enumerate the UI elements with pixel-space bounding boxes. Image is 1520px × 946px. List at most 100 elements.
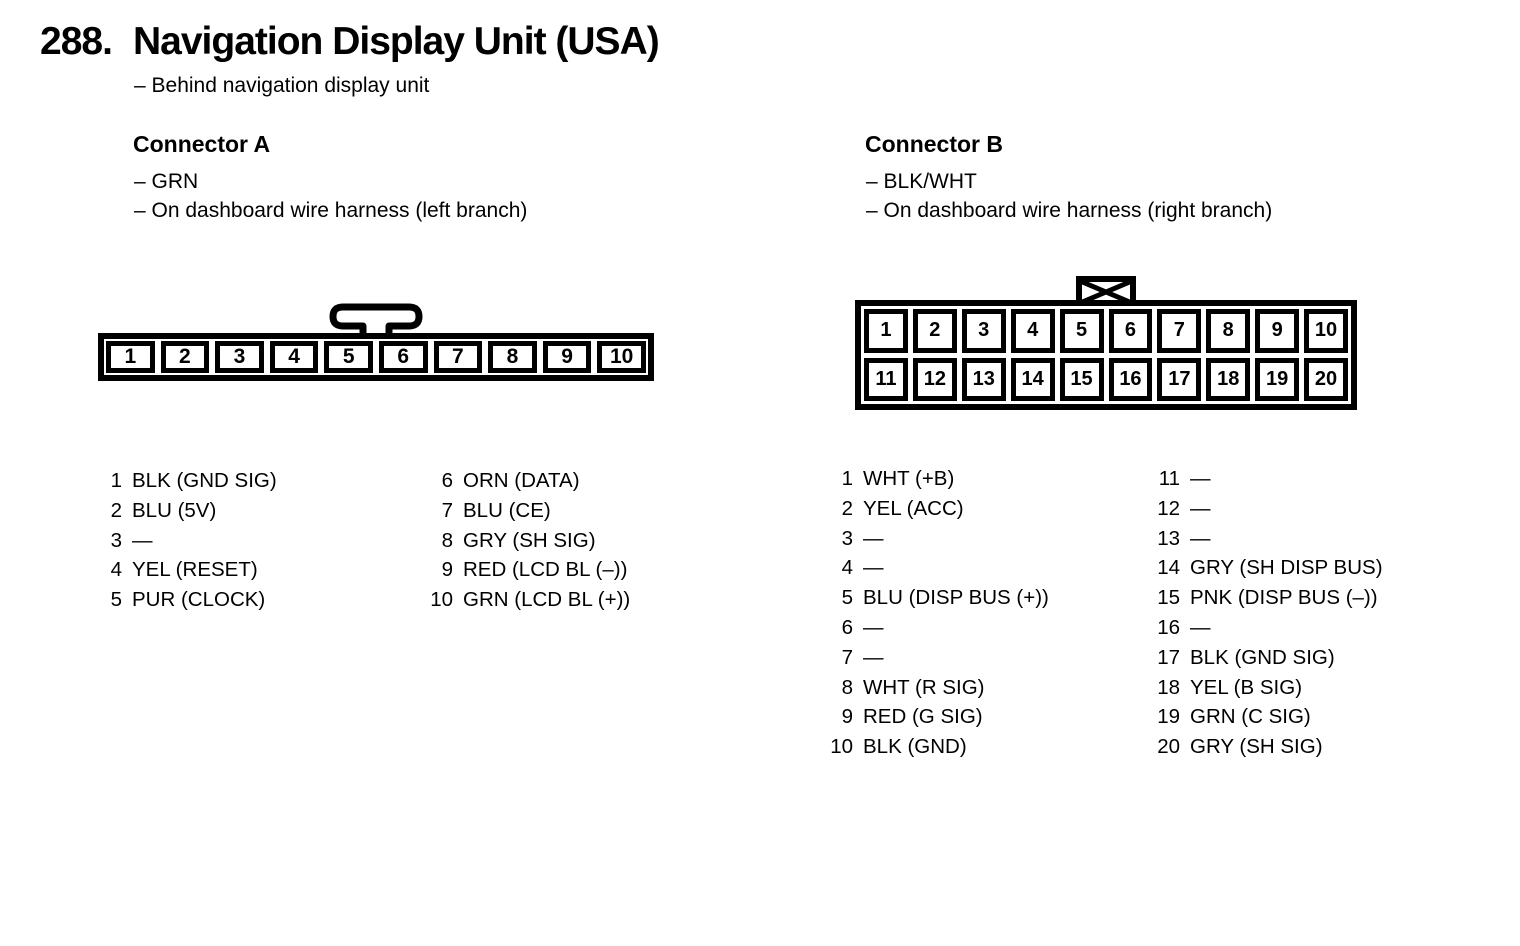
connector-a-pin-cell: 1 <box>106 341 155 373</box>
pin-label: — <box>863 556 884 580</box>
pin-assignment-row: 2 BLU (5V) <box>96 496 277 526</box>
connector-a-pin-cell: 8 <box>488 341 537 373</box>
connector-b-pin-cell: 15 <box>1059 357 1104 401</box>
pin-label: RED (LCD BL (–)) <box>463 558 628 582</box>
pin-label: BLK (GND SIG) <box>132 469 277 492</box>
connector-b-pin-cell: 16 <box>1108 357 1153 401</box>
pin-label: YEL (RESET) <box>132 558 258 582</box>
pin-label: BLK (GND) <box>863 735 967 759</box>
pin-number: 7 <box>841 645 853 669</box>
section-number: 288. <box>40 20 113 63</box>
pin-number: 17 <box>1157 645 1180 669</box>
pin-number: 15 <box>1157 586 1180 610</box>
pin-assignment-row: 13 — <box>1152 524 1383 554</box>
pin-label: GRY (SH SIG) <box>463 528 596 552</box>
pin-assignment-row: 19 GRN (C SIG) <box>1152 702 1383 732</box>
connector-b-pin-cell: 14 <box>1010 357 1055 401</box>
pin-label: YEL (ACC) <box>863 496 964 520</box>
pin-label: — <box>1190 496 1211 520</box>
page-subtitle: – Behind navigation display unit <box>134 74 430 97</box>
pin-number: 13 <box>1157 526 1180 550</box>
pin-label: ORN (DATA) <box>463 469 580 492</box>
pin-label: WHT (R SIG) <box>863 675 985 699</box>
pin-assignment-row: 3 — <box>826 524 1049 554</box>
pin-label: GRY (SH SIG) <box>1190 735 1323 759</box>
connector-b-diagram: 1 2 3 4 5 6 7 8 9 10 11 12 13 14 15 16 1… <box>855 276 1357 410</box>
pin-number: 19 <box>1157 705 1180 729</box>
pin-assignment-row: 1 WHT (+B) <box>826 464 1049 494</box>
pin-number: 1 <box>841 467 853 490</box>
connector-a-pin-cell: 10 <box>597 341 646 373</box>
pin-assignment-row: 6 — <box>826 613 1049 643</box>
connector-b-harness-note: – On dashboard wire harness (right branc… <box>866 199 1273 222</box>
connector-b-pin-cell: 1 <box>864 309 908 353</box>
pin-number: 8 <box>841 675 853 699</box>
pin-assignment-row: 4 YEL (RESET) <box>96 555 277 585</box>
connector-b-pin-cell: 13 <box>961 357 1006 401</box>
pin-assignment-row: 1 BLK (GND SIG) <box>96 466 277 496</box>
pin-number: 12 <box>1157 496 1180 520</box>
page-title: Navigation Display Unit (USA) <box>133 20 660 63</box>
pin-assignment-row: 16 — <box>1152 613 1383 643</box>
connector-a-harness-note: – On dashboard wire harness (left branch… <box>134 199 528 222</box>
pin-assignment-row: 8 GRY (SH SIG) <box>425 526 630 556</box>
connector-a-color-note: – GRN <box>134 170 199 193</box>
pin-assignment-row: 6 ORN (DATA) <box>425 466 630 496</box>
pin-label: — <box>1190 615 1211 639</box>
pin-assignment-row: 20 GRY (SH SIG) <box>1152 732 1383 762</box>
pin-label: — <box>863 645 884 669</box>
pin-number: 8 <box>441 528 453 552</box>
pin-number: 1 <box>110 469 122 492</box>
connector-a-pin-cell: 6 <box>378 341 428 373</box>
pin-assignment-row: 4 — <box>826 553 1049 583</box>
pin-number: 20 <box>1157 735 1180 759</box>
pin-assignment-row: 9 RED (LCD BL (–)) <box>425 555 630 585</box>
connector-b-pin-list-col1: 1 WHT (+B) 2 YEL (ACC) 3 — 4 — 5 BLU (DI… <box>826 464 1049 762</box>
connector-b-pin-list-col2: 11 — 12 — 13 — 14 GRY (SH DISP BUS) 15 P… <box>1152 464 1383 762</box>
pin-assignment-row: 12 — <box>1152 494 1383 524</box>
pin-number: 2 <box>110 498 122 522</box>
pin-number: 4 <box>110 558 122 582</box>
pin-assignment-row: 5 PUR (CLOCK) <box>96 585 277 615</box>
pin-number: 18 <box>1157 675 1180 699</box>
connector-b-pin-cell: 12 <box>912 357 957 401</box>
pin-label: GRN (C SIG) <box>1190 705 1311 729</box>
pin-assignment-row: 10 GRN (LCD BL (+)) <box>425 585 630 615</box>
pin-label: RED (G SIG) <box>863 705 983 729</box>
pin-assignment-row: 3 — <box>96 526 277 556</box>
pin-label: BLK (GND SIG) <box>1190 645 1335 669</box>
pin-number: 14 <box>1157 556 1180 580</box>
pin-assignment-row: 7 BLU (CE) <box>425 496 630 526</box>
pin-number: 9 <box>441 558 453 582</box>
connector-b-pin-cell: 20 <box>1304 357 1348 401</box>
connector-b-pin-cell: 4 <box>1010 309 1055 353</box>
connector-b-pin-cell: 7 <box>1157 309 1202 353</box>
pin-label: — <box>1190 467 1211 490</box>
pin-assignment-row: 8 WHT (R SIG) <box>826 673 1049 703</box>
pin-label: GRY (SH DISP BUS) <box>1190 556 1383 580</box>
pin-label: PNK (DISP BUS (–)) <box>1190 586 1378 610</box>
pin-assignment-row: 9 RED (G SIG) <box>826 702 1049 732</box>
pin-assignment-row: 10 BLK (GND) <box>826 732 1049 762</box>
connector-b-color-note: – BLK/WHT <box>866 170 977 193</box>
pin-number: 9 <box>841 705 853 729</box>
connector-a-pin-list-col2: 6 ORN (DATA) 7 BLU (CE) 8 GRY (SH SIG) 9… <box>425 466 630 615</box>
connector-b-pin-cell: 11 <box>864 357 908 401</box>
pin-label: — <box>132 528 153 552</box>
connector-b-pin-cell: 19 <box>1255 357 1300 401</box>
connector-a-title: Connector A <box>133 131 271 157</box>
pin-label: WHT (+B) <box>863 467 955 490</box>
pin-assignment-row: 15 PNK (DISP BUS (–)) <box>1152 583 1383 613</box>
connector-a-pin-cell: 2 <box>160 341 210 373</box>
pin-number: 2 <box>841 496 853 520</box>
pin-number: 11 <box>1158 467 1180 490</box>
pin-assignment-row: 18 YEL (B SIG) <box>1152 673 1383 703</box>
connector-b-title: Connector B <box>865 131 1003 157</box>
pin-number: 6 <box>441 469 453 492</box>
pin-label: — <box>1190 526 1211 550</box>
connector-b-housing: 1 2 3 4 5 6 7 8 9 10 11 12 13 14 15 16 1… <box>855 300 1357 410</box>
pin-assignment-row: 11 — <box>1152 464 1383 494</box>
pin-label: — <box>863 615 884 639</box>
pin-assignment-row: 2 YEL (ACC) <box>826 494 1049 524</box>
